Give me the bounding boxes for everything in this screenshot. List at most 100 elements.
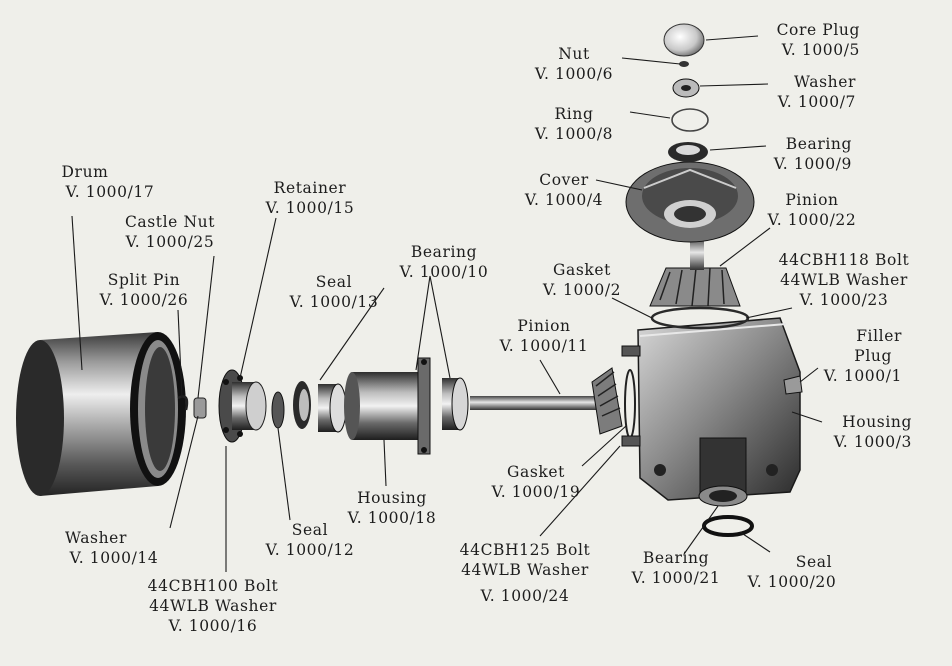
label-ring: Ring V. 1000/8 xyxy=(522,104,626,144)
label-bolt-24-washer: 44WLB Washer xyxy=(461,561,589,579)
seal-12-part xyxy=(271,391,285,429)
ring-8-part xyxy=(671,108,709,132)
core-plug-5-part xyxy=(663,23,705,57)
label-washer-14-code: V. 1000/14 xyxy=(69,549,159,567)
label-gasket-2-name: Gasket xyxy=(553,261,611,279)
label-bearing-21: Bearing V. 1000/21 xyxy=(614,548,738,588)
housing-3-part xyxy=(621,317,803,507)
label-split-pin: Split Pin V. 1000/26 xyxy=(82,270,206,310)
label-filler-plug-name1: Filler xyxy=(856,327,902,345)
pinion-11-part xyxy=(470,367,623,435)
label-seal-12: Seal V. 1000/12 xyxy=(248,520,372,560)
label-pinion-11-name: Pinion xyxy=(517,317,571,335)
label-seal-13-name: Seal xyxy=(315,273,353,291)
label-bolt-24-bolt: 44CBH125 Bolt xyxy=(459,541,591,559)
label-castle-nut: Castle Nut V. 1000/25 xyxy=(108,212,232,252)
housing-18-part xyxy=(344,357,431,455)
pinion-22-part xyxy=(649,238,741,307)
label-pinion-22-name: Pinion xyxy=(785,191,839,209)
label-filler-plug: Filler Plug V. 1000/1 xyxy=(806,326,902,386)
gasket-19-part xyxy=(624,369,636,439)
label-split-pin-code: V. 1000/26 xyxy=(99,291,189,309)
label-drum-name: Drum xyxy=(61,163,109,181)
label-retainer-name: Retainer xyxy=(273,179,347,197)
label-housing-18: Housing V. 1000/18 xyxy=(330,488,454,528)
label-bearing-9-name: Bearing xyxy=(785,135,852,153)
label-bolt-23: 44CBH118 Bolt 44WLB Washer V. 1000/23 xyxy=(760,250,928,310)
bearing-left-part xyxy=(318,383,347,433)
seal-20-part xyxy=(702,515,754,537)
label-retainer: Retainer V. 1000/15 xyxy=(248,178,372,218)
label-washer-14-name: Washer xyxy=(65,529,127,547)
label-seal-12-name: Seal xyxy=(291,521,329,539)
label-nut-name: Nut xyxy=(558,45,590,63)
label-nut-code: V. 1000/6 xyxy=(534,65,614,83)
label-gasket-19-name: Gasket xyxy=(507,463,565,481)
label-housing-18-code: V. 1000/18 xyxy=(347,509,437,527)
label-drum-code: V. 1000/17 xyxy=(65,183,155,201)
label-nut: Nut V. 1000/6 xyxy=(524,44,624,84)
label-gasket-2: Gasket V. 1000/2 xyxy=(528,260,636,300)
label-seal-20: Seal V. 1000/20 xyxy=(732,552,852,592)
label-housing-3: Housing V. 1000/3 xyxy=(806,412,912,452)
label-bearing-21-code: V. 1000/21 xyxy=(631,569,721,587)
label-housing-3-code: V. 1000/3 xyxy=(833,433,912,451)
label-pinion-11: Pinion V. 1000/11 xyxy=(484,316,604,356)
nut-6-part xyxy=(679,61,689,67)
label-castle-nut-code: V. 1000/25 xyxy=(125,233,215,251)
label-bolt-24: 44CBH125 Bolt 44WLB Washer V. 1000/24 xyxy=(440,540,610,606)
label-drum: Drum V. 1000/17 xyxy=(48,162,172,202)
label-cover-name: Cover xyxy=(539,171,589,189)
castle-nut-part xyxy=(177,395,207,419)
cover-4-part xyxy=(625,161,755,243)
label-bearing-9: Bearing V. 1000/9 xyxy=(740,134,852,174)
label-washer-7: Washer V. 1000/7 xyxy=(740,72,856,112)
label-seal-13: Seal V. 1000/13 xyxy=(274,272,394,312)
label-bolt-16-code: V. 1000/16 xyxy=(168,617,258,635)
label-bolt-16-washer: 44WLB Washer xyxy=(149,597,277,615)
label-retainer-code: V. 1000/15 xyxy=(265,199,355,217)
label-bolt-23-bolt: 44CBH118 Bolt xyxy=(778,251,910,269)
label-housing-18-name: Housing xyxy=(357,489,427,507)
label-seal-12-code: V. 1000/12 xyxy=(265,541,355,559)
bearing-9-part xyxy=(668,142,708,162)
retainer-part xyxy=(218,369,267,443)
label-ring-code: V. 1000/8 xyxy=(534,125,614,143)
label-split-pin-name: Split Pin xyxy=(107,271,181,289)
label-gasket-2-code: V. 1000/2 xyxy=(542,281,622,299)
label-bolt-16-bolt: 44CBH100 Bolt xyxy=(147,577,279,595)
label-washer-14: Washer V. 1000/14 xyxy=(52,528,176,568)
label-bolt-24-code: V. 1000/24 xyxy=(480,587,570,605)
label-bearing-10: Bearing V. 1000/10 xyxy=(384,242,504,282)
label-washer-7-code: V. 1000/7 xyxy=(777,93,856,111)
drum-part xyxy=(16,332,186,496)
label-gasket-19: Gasket V. 1000/19 xyxy=(474,462,598,502)
washer-7-part xyxy=(672,78,700,98)
label-bearing-21-name: Bearing xyxy=(642,549,710,567)
label-core-plug-name: Core Plug xyxy=(776,21,860,39)
label-filler-plug-code: V. 1000/1 xyxy=(823,367,902,385)
label-seal-13-code: V. 1000/13 xyxy=(289,293,379,311)
seal-13-part xyxy=(293,381,311,429)
label-bolt-23-code: V. 1000/23 xyxy=(799,291,889,309)
label-seal-20-name: Seal xyxy=(795,553,833,571)
label-cover: Cover V. 1000/4 xyxy=(512,170,616,210)
label-bearing-9-code: V. 1000/9 xyxy=(773,155,852,173)
label-gasket-19-code: V. 1000/19 xyxy=(491,483,581,501)
label-pinion-11-code: V. 1000/11 xyxy=(499,337,589,355)
label-bearing-10-code: V. 1000/10 xyxy=(399,263,489,281)
label-bolt-23-washer: 44WLB Washer xyxy=(780,271,908,289)
label-washer-7-name: Washer xyxy=(794,73,856,91)
label-seal-20-code: V. 1000/20 xyxy=(747,573,837,591)
label-bearing-10-name: Bearing xyxy=(410,243,478,261)
label-cover-code: V. 1000/4 xyxy=(524,191,604,209)
leader-lines xyxy=(71,35,823,572)
label-ring-name: Ring xyxy=(554,105,594,123)
label-housing-3-name: Housing xyxy=(842,413,912,431)
label-filler-plug-name2: Plug xyxy=(854,347,892,365)
bearing-10-part xyxy=(442,377,469,431)
label-pinion-22-code: V. 1000/22 xyxy=(767,211,857,229)
label-core-plug: Core Plug V. 1000/5 xyxy=(740,20,860,60)
